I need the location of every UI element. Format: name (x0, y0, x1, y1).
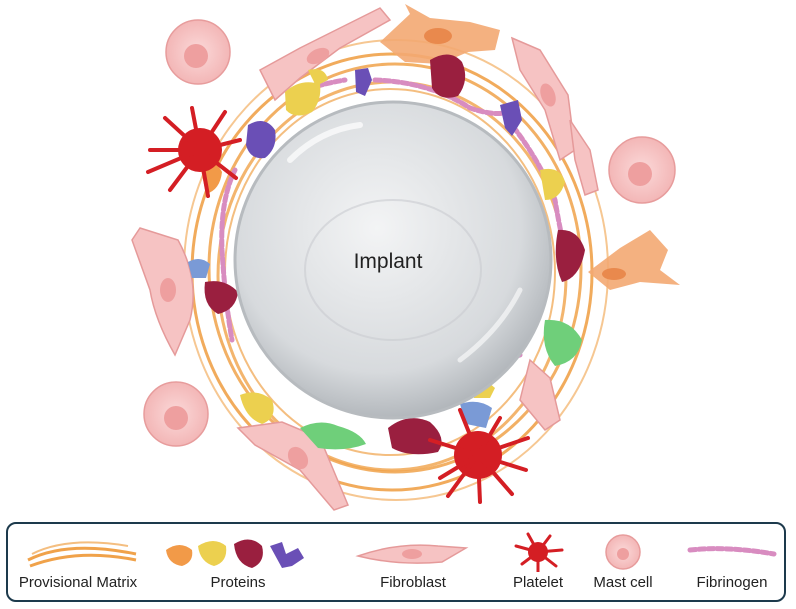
legend-label-proteins: Proteins (210, 574, 266, 591)
mast-cell-top-left (165, 19, 231, 85)
fibroblast-top (259, 7, 392, 102)
fibroblast-orange-right (588, 230, 680, 290)
mast-cell-bottom-left (143, 381, 209, 447)
fibroblast-orange-top (380, 4, 500, 64)
proteins-icon (166, 539, 304, 568)
legend-label-fibrinogen: Fibrinogen (696, 574, 768, 591)
legend-item-provisional-matrix: Provisional Matrix (8, 528, 148, 600)
legend-label-fibroblast: Fibroblast (380, 574, 446, 591)
fibrinogen-icon (687, 546, 777, 557)
fibroblast-right-bottom (519, 119, 599, 431)
fibroblast-right-top (510, 36, 576, 162)
legend-label-mast-cell: Mast cell (593, 574, 653, 591)
legend-item-fibrinogen: Fibrinogen (678, 528, 786, 600)
legend: Provisional Matrix Proteins Fibroblast P… (6, 522, 786, 602)
legend-item-proteins: Proteins (158, 528, 318, 600)
legend-label-platelet: Platelet (512, 574, 564, 591)
fibroblast-icon (355, 544, 469, 564)
implant-label: Implant (353, 250, 423, 273)
fibroblast-left (131, 227, 194, 357)
legend-label-provisional-matrix: Provisional Matrix (18, 574, 138, 591)
foreign-body-response-diagram (131, 4, 680, 511)
legend-item-platelet: Platelet (488, 528, 588, 600)
mast-cell-right (608, 136, 676, 204)
platelet-top-left (146, 106, 242, 198)
legend-item-mast-cell: Mast cell (568, 528, 678, 600)
platelet-icon (514, 532, 564, 572)
mast-cell-icon (605, 534, 641, 570)
platelet-bottom (428, 408, 530, 504)
legend-item-fibroblast: Fibroblast (338, 528, 488, 600)
implant (233, 100, 553, 420)
provisional-matrix-icon (27, 541, 137, 568)
